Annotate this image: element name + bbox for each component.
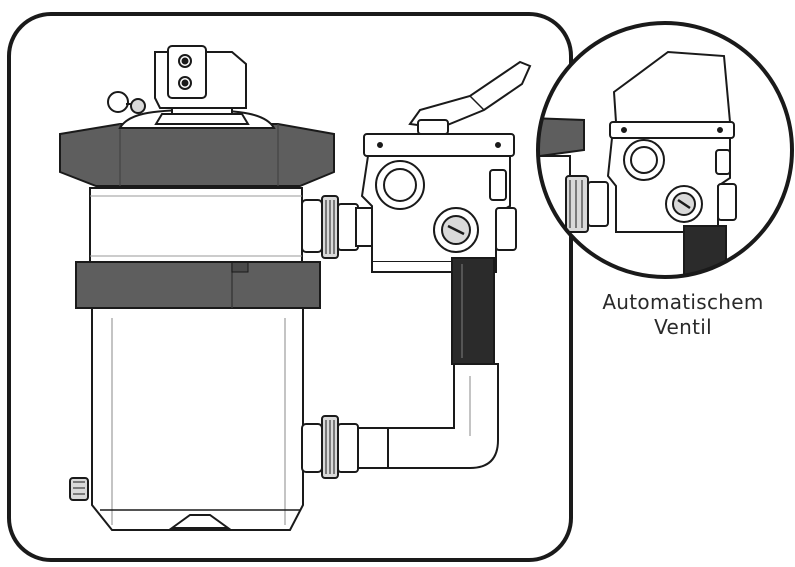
caption-line-2: Ventil [654,315,712,339]
filter-tank [59,45,335,531]
caption-line-1: Automatischem [602,290,764,314]
valve-handle [408,60,532,130]
upper-collar [59,123,335,187]
air-relief-knob [107,91,129,113]
black-hose [451,257,495,365]
lower-union [301,415,389,479]
inset-caption: Automatischem Ventil [578,290,788,340]
upper-union [301,195,373,259]
automatic-valve-cap [612,50,732,123]
drain-plug [69,477,89,501]
lower-band [75,261,321,309]
